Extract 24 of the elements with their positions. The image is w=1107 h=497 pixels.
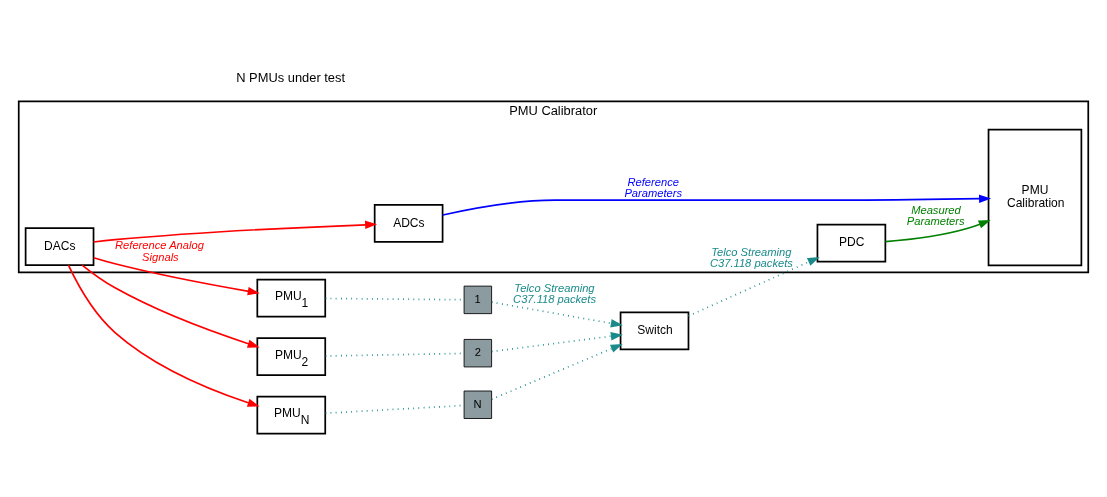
node-box: 1 [463, 285, 493, 315]
node-box: N [463, 390, 493, 419]
arrow [92, 256, 260, 296]
node-box: 2 [463, 339, 493, 368]
edge-label: Telco Streaming C37.118 packets [513, 281, 596, 305]
node-box: PDC [816, 223, 887, 263]
arrow [491, 343, 623, 401]
label: N PMUs under test [236, 69, 346, 85]
edge-label: Reference Parameters [624, 175, 683, 200]
node-box: Switch [619, 311, 690, 351]
node-box: PMU Calibration [987, 128, 1083, 267]
arrow [884, 220, 991, 243]
edge-label: Reference Analog Signals [115, 239, 204, 263]
node-box: DACs [24, 227, 95, 266]
arrow [687, 257, 820, 317]
arrow [441, 194, 992, 216]
arrow [491, 301, 623, 328]
arrow [67, 264, 260, 407]
edge-label: Measured Parameters [906, 204, 965, 228]
arrow [92, 220, 378, 243]
arrow [81, 264, 260, 348]
arrow [491, 332, 623, 353]
edge-label: Telco Streaming C37.118 packets [709, 245, 793, 269]
node-box: ADCs [373, 204, 444, 243]
